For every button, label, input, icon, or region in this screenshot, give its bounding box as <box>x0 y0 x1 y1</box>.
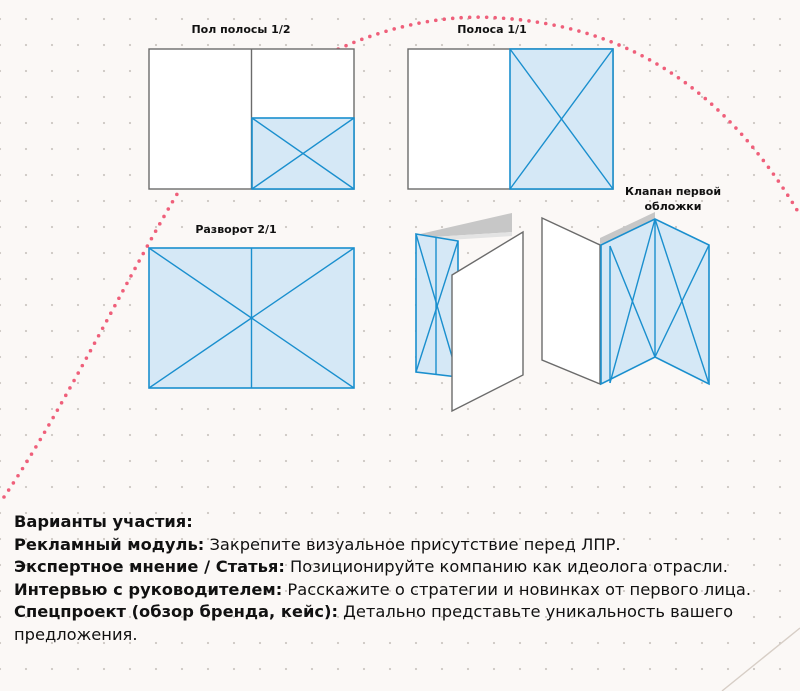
option-expert-article: Экспертное мнение / Статья: Позиционируй… <box>14 556 794 579</box>
half-page-ad-block <box>251 117 355 190</box>
option-ad-module: Рекламный модуль: Закрепите визуальное п… <box>14 534 794 557</box>
option-label: Спецпроект (обзор бренда, кейс): <box>14 602 338 621</box>
spread-label: Разворот 2/1 <box>195 223 276 236</box>
full-page-layout <box>407 48 614 190</box>
gatefold-front-illustration <box>415 213 524 413</box>
half-page-label: Пол полосы 1/2 <box>191 23 290 36</box>
participation-title: Варианты участия: <box>14 512 193 531</box>
spread-layout <box>148 247 355 389</box>
option-text: Детально представьте уникальность вашего <box>337 602 734 621</box>
half-page-layout <box>148 48 355 190</box>
option-special-project-continuation: предложения. <box>14 624 138 644</box>
participation-options: Варианты участия: Рекламный модуль: Закр… <box>14 511 794 646</box>
option-interview: Интервью с руководителем: Расскажите о с… <box>14 579 794 602</box>
full-page-label: Полоса 1/1 <box>457 23 526 36</box>
option-text: Позиционируйте компанию как идеолога отр… <box>284 557 728 576</box>
option-text: Расскажите о стратегии и новинках от пер… <box>282 579 752 599</box>
full-page-ad-block <box>509 48 614 190</box>
cover-flap-label-line-1: Клапан первой <box>625 185 721 198</box>
option-text: Закрепите визуальное присутствие перед Л… <box>204 534 621 554</box>
option-label: Рекламный модуль: <box>14 534 205 554</box>
option-label: Экспертное мнение / Статья: <box>14 557 285 576</box>
cover-flap-illustration <box>541 212 710 386</box>
decorative-corner-line <box>721 627 800 691</box>
option-special-project: Спецпроект (обзор бренда, кейс): Детальн… <box>14 601 794 624</box>
option-label: Интервью с руководителем: <box>14 579 283 599</box>
cover-flap-label-line-2: обложки <box>645 200 702 213</box>
